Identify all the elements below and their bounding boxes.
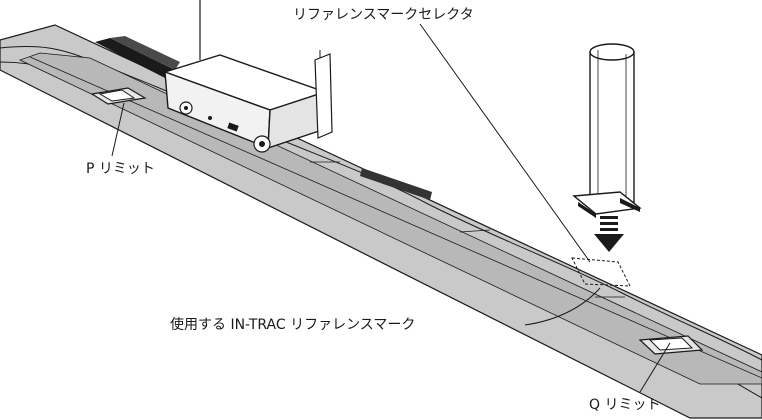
leader-lines — [111, 23, 671, 393]
reference-mark-selector-label: リファレンスマークセレクタ — [293, 7, 474, 23]
q-limit-label: Q リミット — [589, 397, 661, 413]
in-trac-reference-mark-label: 使用する IN-TRAC リファレンスマーク — [170, 317, 416, 333]
scale-marking — [360, 168, 432, 200]
p-limit-label: P リミット — [86, 161, 155, 177]
scale-tape — [0, 24, 762, 419]
selected-reference-mark — [571, 257, 631, 287]
reference-mark-selector-tool — [572, 43, 642, 218]
readhead-cable — [95, 0, 201, 78]
p-limit-magnet — [90, 87, 147, 105]
placement-arrow-icon — [594, 216, 624, 252]
readhead — [162, 50, 333, 153]
q-limit-magnet — [638, 335, 704, 355]
